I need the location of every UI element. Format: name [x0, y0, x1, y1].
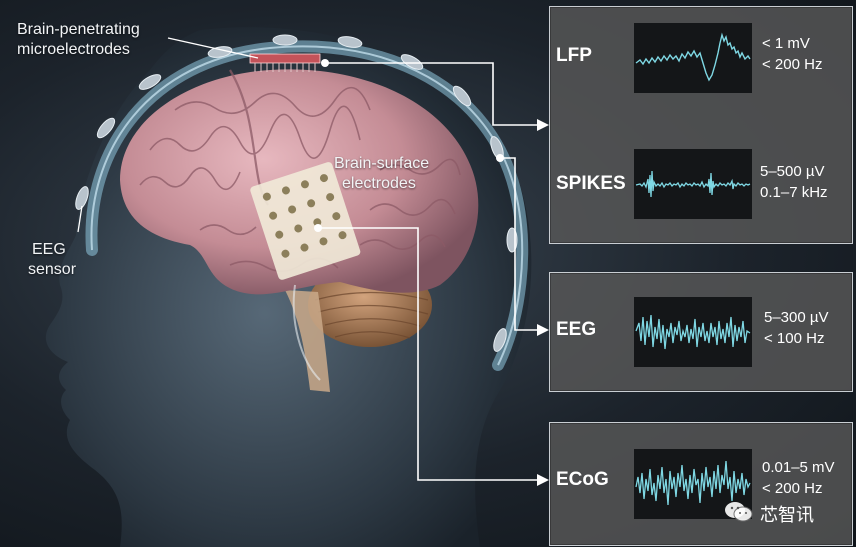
- microelectrode-array: [249, 53, 321, 72]
- spikes-trace: [634, 149, 752, 219]
- ecog-panel: ECoG 0.01–5 mV < 200 Hz: [549, 422, 853, 546]
- watermark: 芯智讯: [724, 499, 844, 526]
- wechat-icon: [725, 502, 753, 522]
- eeg-sensor-label: EEG sensor: [28, 241, 77, 278]
- eeg-specs: 5–300 µV < 100 Hz: [764, 309, 829, 347]
- surface-electrode-grid: [250, 162, 361, 280]
- lfp-trace: [634, 23, 752, 93]
- lfp-label: LFP: [556, 45, 592, 66]
- microelectrodes-label: Brain-penetrating microelectrodes: [17, 21, 140, 58]
- connector-lines: [318, 62, 537, 481]
- eeg-panel: EEG 5–300 µV < 100 Hz: [549, 272, 853, 392]
- eeg-trace: [634, 297, 752, 367]
- eeg-sensor-pads: [75, 34, 518, 352]
- surface-electrodes-label: Brain-surface electrodes: [334, 155, 430, 192]
- spikes-specs: 5–500 µV 0.1–7 kHz: [760, 163, 828, 201]
- spikes-label: SPIKES: [556, 173, 626, 194]
- eeg-label: EEG: [556, 319, 597, 340]
- lfp-spikes-panel: LFP < 1 mV < 200 Hz SPIKES 5–500 µV 0.1–…: [549, 6, 853, 244]
- watermark-text: 芯智讯: [760, 505, 814, 526]
- brainstem: [285, 290, 330, 392]
- lfp-specs: < 1 mV < 200 Hz: [762, 35, 823, 73]
- ecog-label: ECoG: [556, 469, 609, 490]
- ecog-specs: 0.01–5 mV < 200 Hz: [762, 459, 835, 497]
